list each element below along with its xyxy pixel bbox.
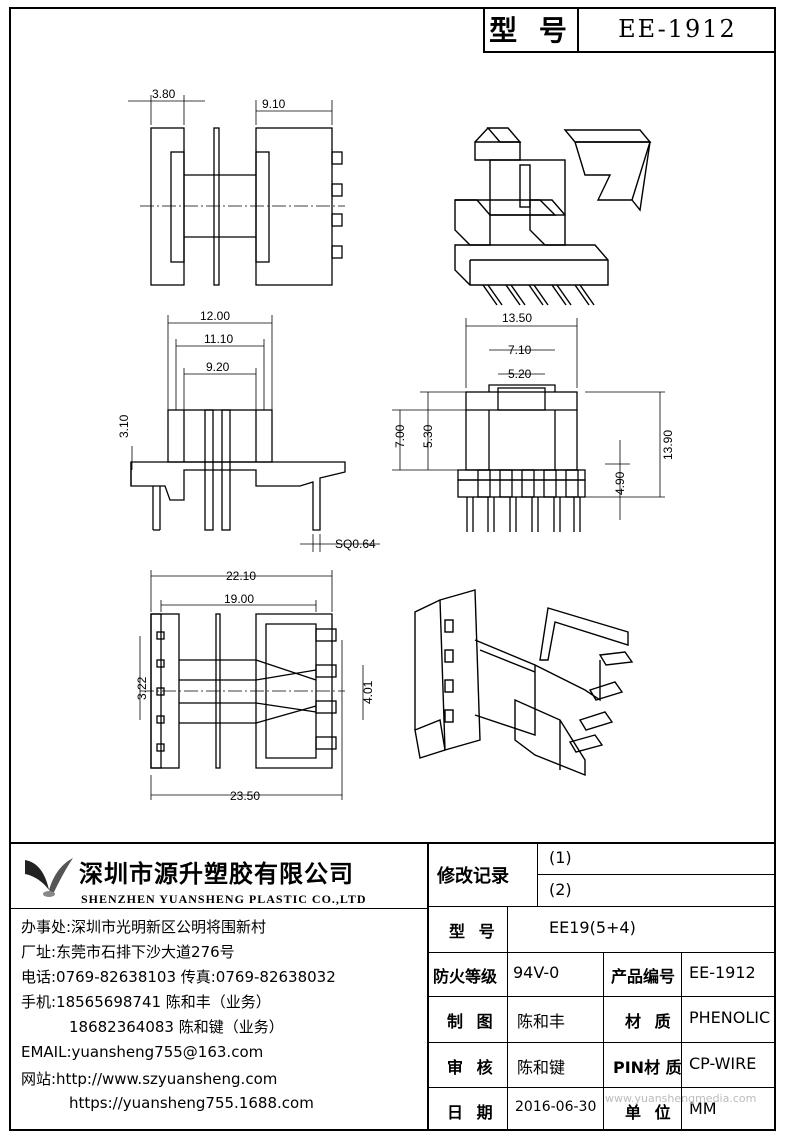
mobile-1: 手机:18565698741 陈和丰（业务） [21,993,271,1011]
dim-11-10: 11.10 [204,332,233,346]
website: 网站:http://www.szyuansheng.com [21,1070,278,1088]
website-2: https://yuansheng755.1688.com [69,1094,314,1112]
date-label: 日 期 [447,1103,497,1122]
pin-material-label: PIN材 质 [613,1058,682,1077]
isometric-view-bottom [414,589,634,777]
technical-drawing: 3.80 9.10 12.00 11.10 9.20 3.10 SQ0.64 1… [117,87,675,803]
dim-3-80: 3.80 [152,87,176,101]
material-label: 材 质 [625,1012,675,1031]
drawing-sheet [9,7,776,1131]
unit-value: MM [689,1099,717,1118]
dim-9-10: 9.10 [262,97,286,111]
bottom-view [139,570,364,800]
table-model-label: 型 号 [449,922,499,941]
side-view-right [392,318,665,532]
dim-3-10: 3.10 [117,414,131,438]
dim-3-22: 3.22 [135,676,149,700]
watermark: www.yuanshengmedia.com [605,1092,757,1105]
dim-22-10: 22.10 [226,569,256,583]
dim-19-00: 19.00 [224,592,254,606]
dim-23-50: 23.50 [230,789,260,803]
product-no-label: 产品编号 [611,967,676,986]
dim-13-90: 13.90 [661,430,675,460]
dim-5-20: 5.20 [508,367,532,381]
reviewed-by-value: 陈和键 [517,1058,566,1077]
dim-sq0-64: SQ0.64 [335,537,376,551]
revision-1: (1) [549,848,572,867]
date-value: 2016-06-30 [515,1099,597,1115]
title-block: 型 号 EE-1912 [483,7,776,53]
drawn-by-label: 制 图 [447,1012,497,1031]
email: EMAIL:yuansheng755@163.com [21,1043,264,1061]
table-model-value: EE19(5+4) [549,918,636,937]
dim-9-20: 9.20 [206,360,230,374]
dim-7-10: 7.10 [508,343,532,357]
dim-4-01: 4.01 [361,680,375,704]
fire-rating-label: 防火等级 [433,967,498,986]
dim-13-50: 13.50 [502,311,532,325]
dim-5-30: 5.30 [421,424,435,448]
mobile-2: 18682364083 陈和键（业务） [69,1018,284,1036]
unit-label: 单 位 [625,1103,675,1122]
model-label: 型 号 [485,7,579,51]
dim-12-00: 12.00 [200,309,230,323]
office-address: 办事处:深圳市光明新区公明将围新村 [21,918,267,936]
dim-4-90: 4.90 [613,471,627,495]
company-name-en: SHENZHEN YUANSHENG PLASTIC CO.,LTD [81,892,367,906]
title-block-footer: 深圳市源升塑胶有限公司 SHENZHEN YUANSHENG PLASTIC C… [9,842,776,1131]
dim-7-00: 7.00 [393,424,407,448]
revision-2: (2) [549,880,572,899]
material-value: PHENOLIC [689,1008,771,1027]
side-view-middle [130,315,380,552]
pin-material-value: CP-WIRE [689,1054,757,1073]
revision-label: 修改记录 [437,866,509,887]
front-view-top [128,95,345,286]
model-value: EE-1912 [618,15,737,43]
isometric-view-top [454,127,652,306]
product-no-value: EE-1912 [689,963,756,982]
reviewed-by-label: 审 核 [447,1058,497,1077]
company-logo [25,858,73,897]
factory-address: 厂址:东莞市石排下沙大道276号 [21,943,235,961]
drawn-by-value: 陈和丰 [517,1012,566,1031]
phone-fax: 电话:0769-82638103 传真:0769-82638032 [21,968,336,986]
company-name-cn: 深圳市源升塑胶有限公司 [79,860,354,888]
fire-rating-value: 94V-0 [513,963,560,982]
